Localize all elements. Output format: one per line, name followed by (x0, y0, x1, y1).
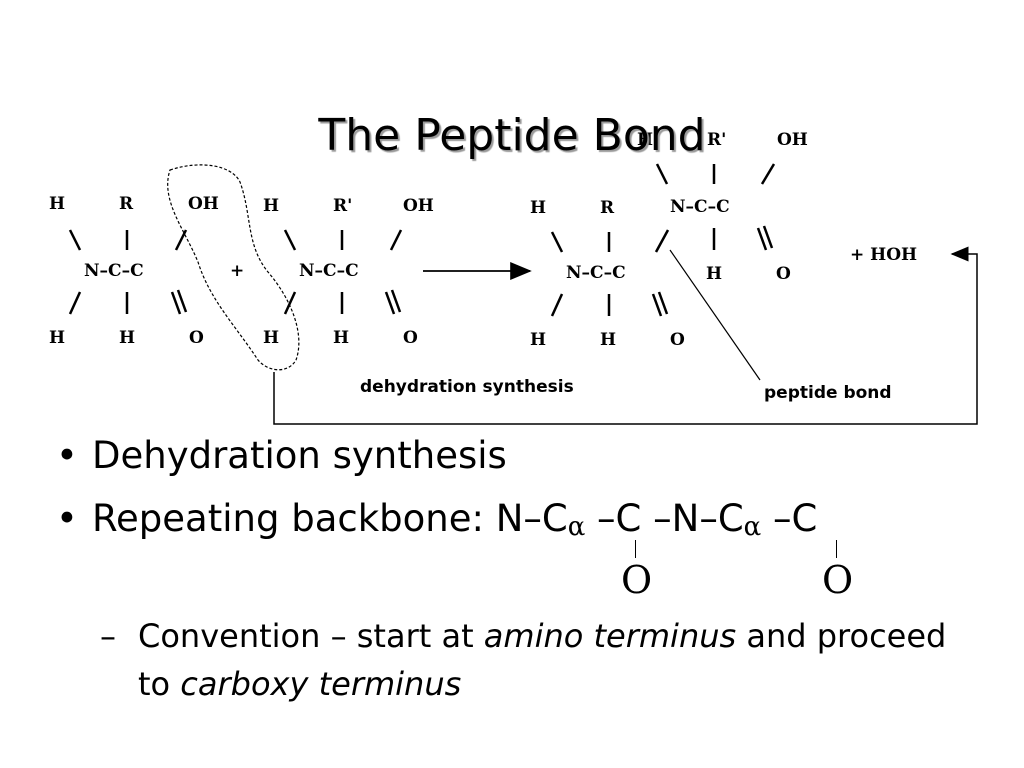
water-product: + HOH (850, 245, 917, 265)
sub-bullet-convention: – Convention – start at amino terminus a… (100, 612, 960, 708)
backbone-n-c-c: N–C–C (670, 197, 730, 217)
backbone-prefix: Repeating backbone: (92, 497, 496, 540)
atom-h: H (637, 130, 653, 150)
double-bond (651, 293, 663, 317)
bond (760, 163, 776, 185)
atom-h: H (49, 194, 65, 214)
atom-r-prime: R' (707, 130, 726, 150)
amino-terminus: amino terminus (483, 617, 737, 655)
bullet-dehydration: • Dehydration synthesis (56, 434, 507, 478)
carbonyl-oxygen: O (822, 558, 854, 602)
sub-bullet-marker: – (100, 617, 116, 655)
backbone-part: N–C (495, 497, 568, 540)
double-bond (657, 291, 669, 315)
plus-sign: + (230, 261, 244, 281)
backbone-part: –C –N–C (585, 497, 744, 540)
atom-h: H (263, 328, 279, 348)
bond (550, 231, 564, 253)
double-bond (762, 225, 774, 249)
atom-h: H (333, 328, 349, 348)
atom-h: H (600, 330, 616, 350)
double-bond (384, 291, 396, 315)
dipeptide-product: H R N–C–C H H O N–C–C H R' OH H O (530, 130, 808, 350)
bullet-text: Dehydration synthesis (92, 434, 507, 477)
slide-title: The Peptide Bond (318, 110, 706, 161)
amino-acid-2: H R' OH N–C–C H H O (263, 196, 434, 348)
bullet-backbone: •Repeating backbone: N–Cα –C –N–Cα –C (56, 497, 817, 549)
bond (283, 229, 297, 251)
atom-h: H (706, 264, 722, 284)
bullet-marker: • (56, 434, 78, 477)
peptide-bond-line (654, 229, 670, 253)
water-removal-outline (167, 164, 300, 371)
bond (68, 229, 82, 251)
alpha-subscript: α (743, 512, 762, 542)
atom-oh: OH (777, 130, 808, 150)
backbone-part: –C (761, 497, 818, 540)
bond (655, 163, 669, 185)
atom-h: H (530, 198, 546, 218)
double-bond (176, 289, 188, 313)
atom-r: R (119, 194, 134, 214)
sub-bullet-text: Convention – start at amino terminus and… (138, 612, 960, 708)
carboxy-terminus: carboxy terminus (180, 665, 462, 703)
convention-text: Convention – start at (138, 617, 484, 655)
bullet-marker: • (56, 497, 78, 540)
atom-h: H (530, 330, 546, 350)
atom-r-prime: R' (333, 196, 352, 216)
atom-h: H (49, 328, 65, 348)
double-bond (170, 291, 182, 315)
atom-oh: OH (188, 194, 219, 214)
atom-o: O (189, 328, 204, 348)
double-bond (756, 227, 768, 251)
bond (283, 291, 297, 315)
atom-o: O (670, 330, 685, 350)
convention-text: and proceed to (138, 617, 947, 703)
bond (550, 293, 564, 317)
backbone-n-c-c: N–C–C (566, 263, 626, 283)
peptide-bond-label: peptide bond (764, 383, 892, 403)
backbone-n-c-c: N–C–C (84, 261, 144, 281)
alpha-subscript: α (567, 512, 586, 542)
atom-h: H (119, 328, 135, 348)
reaction-label: dehydration synthesis (360, 377, 574, 397)
amino-acid-1: H R OH N–C–C H H O (49, 194, 219, 348)
atom-oh: OH (403, 196, 434, 216)
atom-h: H (263, 196, 279, 216)
bond (389, 229, 403, 251)
atom-o: O (776, 264, 791, 284)
double-bond (390, 289, 402, 313)
peptide-bond-pointer (669, 249, 761, 381)
carbonyl-bond (635, 540, 636, 558)
carbonyl-oxygen: O (621, 558, 653, 602)
bond (68, 291, 82, 315)
bond (174, 229, 188, 251)
backbone-n-c-c: N–C–C (299, 261, 359, 281)
carbonyl-bond (836, 540, 837, 558)
atom-o: O (403, 328, 418, 348)
water-return-arrow (273, 246, 978, 425)
atom-r: R (600, 198, 615, 218)
